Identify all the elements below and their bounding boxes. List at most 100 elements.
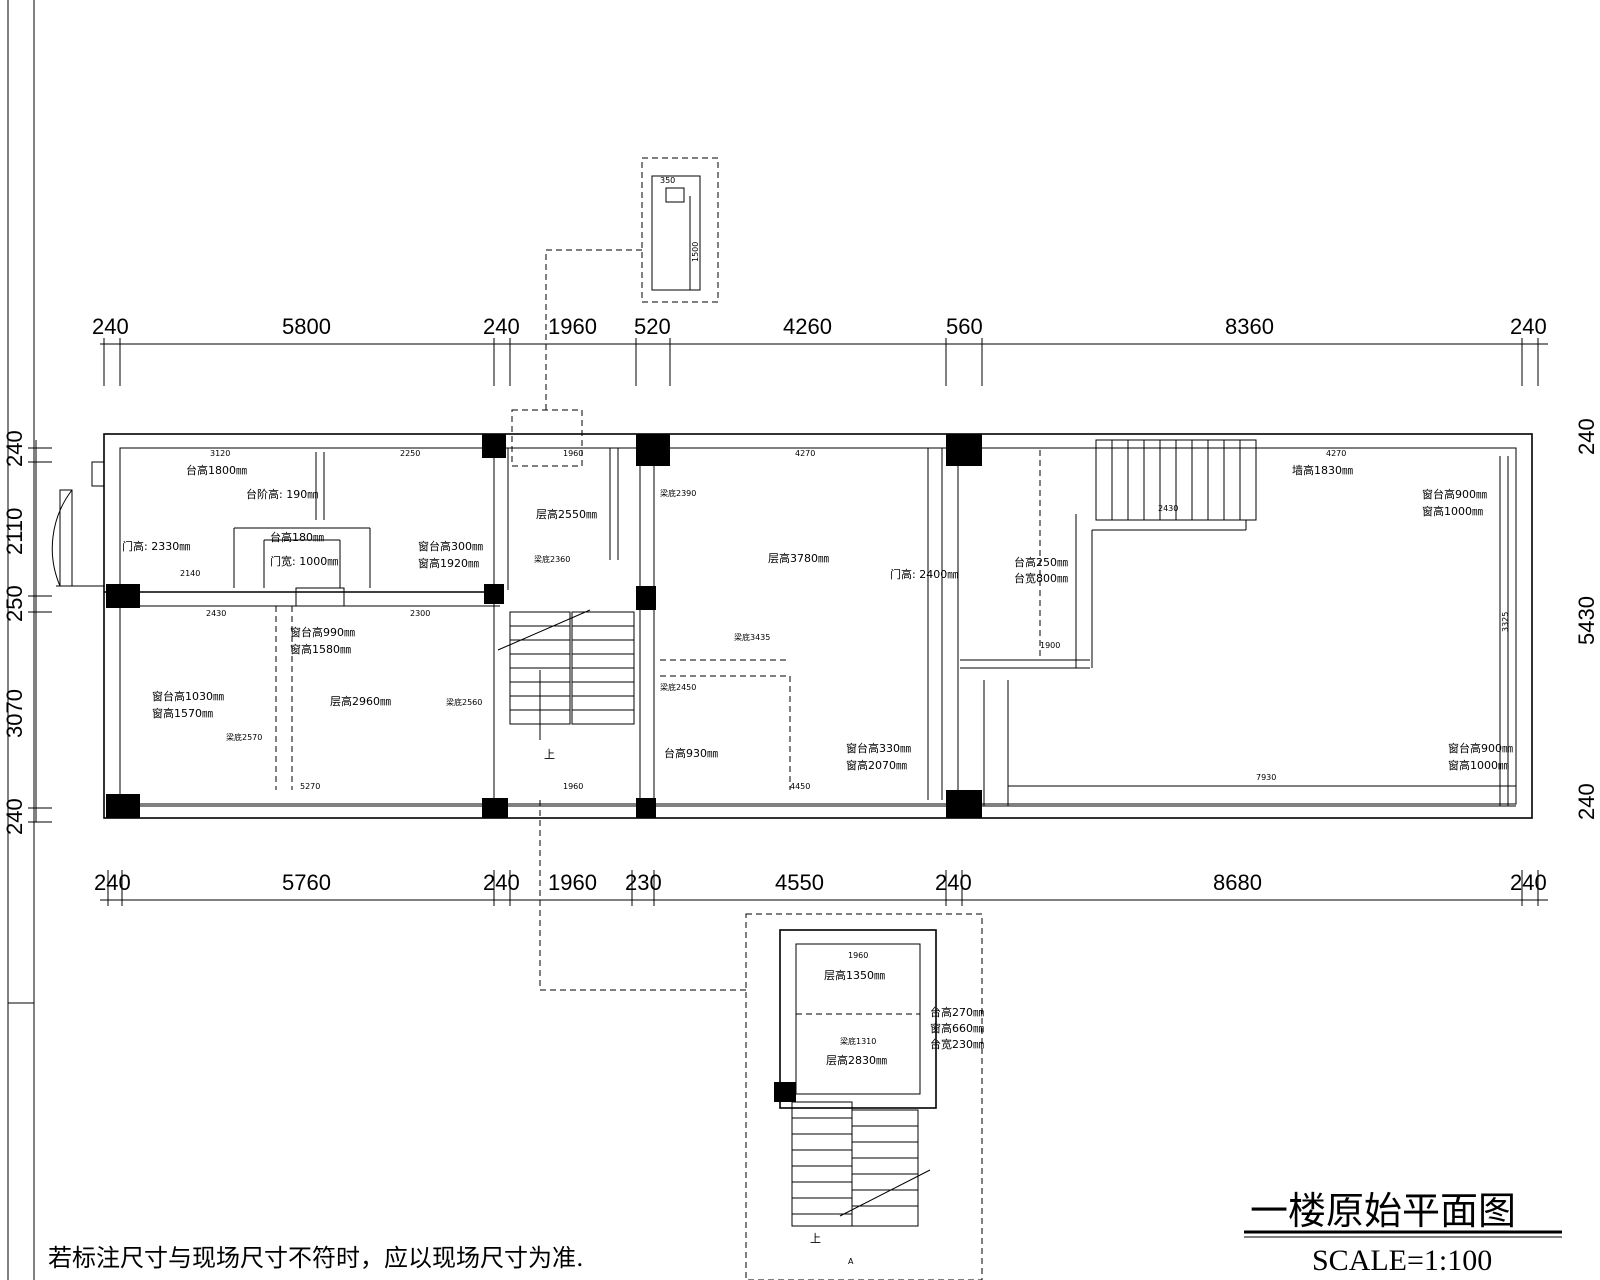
- outer-walls: [103, 433, 1533, 819]
- label-mid-f: 窗台高330㎜: [846, 741, 911, 755]
- label-right-f: 窗台高900㎜: [1448, 741, 1513, 755]
- small-dim-k: 7930: [1256, 773, 1276, 782]
- bottom-detail: 上 A 层高1350㎜ 台高270㎜ 窗高660㎜ 台宽230㎜ 梁底1310 …: [774, 929, 984, 1266]
- dim-top-5: 4260: [783, 314, 832, 339]
- columns: [106, 434, 982, 818]
- small-dim-c: 1960: [563, 449, 583, 458]
- label-mid-g: 窗高2070㎜: [846, 758, 907, 772]
- detail-dim-r: 1500: [691, 242, 700, 262]
- small-dim-g: 2300: [410, 609, 430, 618]
- column: [946, 434, 982, 466]
- label-r2-b: 窗高1580㎜: [290, 642, 351, 656]
- right-dimension-chain: 240 5430 240: [1574, 418, 1599, 820]
- label-r1-e: 门高: 2330㎜: [122, 539, 190, 553]
- inset-label-c: 窗高660㎜: [930, 1021, 984, 1035]
- inset-label-a: 层高1350㎜: [824, 968, 885, 982]
- dim-right-0: 240: [1574, 418, 1599, 455]
- dim-top-6: 560: [946, 314, 983, 339]
- entrance-door: [51, 461, 105, 587]
- column: [636, 434, 670, 466]
- dim-top-0: 240: [92, 314, 129, 339]
- dim-right-2: 240: [1574, 783, 1599, 820]
- label-right-b: 窗台高900㎜: [1422, 487, 1487, 501]
- drawing-note: 若标注尺寸与现场尺寸不符时，应以现场尺寸为准.: [48, 1244, 584, 1272]
- label-stair-a: 层高2550㎜: [536, 507, 597, 521]
- dim-top-4: 520: [634, 314, 671, 339]
- label-mid-h: 门高: 2400㎜: [890, 567, 958, 581]
- dim-left-1: 2110: [2, 508, 27, 555]
- drawing-title: 一楼原始平面图: [1250, 1189, 1516, 1233]
- label-right-d: 台高250㎜: [1014, 555, 1068, 569]
- small-dim-o: 2140: [180, 569, 200, 578]
- small-dim-n: 2430: [1158, 504, 1178, 513]
- dim-bottom-6: 240: [935, 870, 972, 895]
- inset-letter: A: [848, 1257, 854, 1266]
- label-mid-e: 台高930㎜: [664, 746, 718, 760]
- label-right-c: 窗高1000㎜: [1422, 504, 1483, 518]
- dim-left-3: 3070: [2, 689, 27, 738]
- label-r2-f: 梁底2570: [226, 732, 262, 742]
- inset-label-d: 台宽230㎜: [930, 1037, 984, 1051]
- room-dimensions: 3120 2250 1960 4270 4270 2430 2300 5270 …: [180, 449, 1510, 791]
- dim-top-1: 5800: [282, 314, 331, 339]
- right-stair: [1075, 439, 1257, 668]
- small-dim-e: 4270: [1326, 449, 1346, 458]
- drawing-scale: SCALE=1:100: [1312, 1244, 1492, 1277]
- label-mid-d: 梁底2450: [660, 682, 696, 692]
- label-right-e: 台宽800㎜: [1014, 571, 1068, 585]
- title-block: 一楼原始平面图 SCALE=1:100 若标注尺寸与现场尺寸不符时，应以现场尺寸…: [48, 1189, 1562, 1277]
- inset-up-label: 上: [810, 1232, 821, 1245]
- dim-top-8: 240: [1510, 314, 1547, 339]
- column: [106, 794, 140, 818]
- column: [636, 586, 656, 610]
- inset-dim-p: 1960: [848, 951, 868, 960]
- dim-bottom-1: 5760: [282, 870, 331, 895]
- small-dim-a: 3120: [210, 449, 230, 458]
- label-right-g: 窗高1000㎜: [1448, 758, 1509, 772]
- label-r1-a: 台高1800㎜: [186, 463, 247, 477]
- column: [482, 798, 508, 818]
- top-dimension-chain: 240 5800 240 1960 520 4260 560 8360 240: [92, 314, 1548, 386]
- label-r2-c: 层高2960㎜: [330, 694, 391, 708]
- label-r1-c: 台高180㎜: [270, 530, 324, 544]
- main-stair: 上: [497, 609, 635, 761]
- label-stair-b: 梁底2360: [534, 554, 570, 564]
- label-right-a: 墙高1830㎜: [1292, 463, 1353, 477]
- inset-label-b: 台高270㎜: [930, 1005, 984, 1019]
- detail-dim-q: 350: [660, 176, 675, 185]
- label-r2-d: 窗台高1030㎜: [152, 689, 224, 703]
- dim-bottom-0: 240: [94, 870, 131, 895]
- dim-bottom-7: 8680: [1213, 870, 1262, 895]
- column: [106, 584, 140, 608]
- column: [636, 798, 656, 818]
- dim-bottom-4: 230: [625, 870, 662, 895]
- label-r1-d: 门宽: 1000㎜: [270, 554, 338, 568]
- label-r2-e: 窗高1570㎜: [152, 706, 213, 720]
- detail-box-bottom: [745, 913, 983, 1280]
- column: [946, 790, 982, 818]
- top-detail: 350 1500: [651, 175, 701, 291]
- label-r1-f: 窗台高300㎜: [418, 539, 483, 553]
- dim-top-2: 240: [483, 314, 520, 339]
- small-dim-m: 1900: [1040, 641, 1060, 650]
- small-dim-b: 2250: [400, 449, 420, 458]
- inset-label-f: 层高2830㎜: [826, 1053, 887, 1067]
- room-labels: 台高1800㎜ 台阶高: 190㎜ 台高180㎜ 门宽: 1000㎜ 门高: 2…: [122, 463, 1513, 772]
- label-mid-a: 梁底2390: [660, 488, 696, 498]
- dashed-lines: [275, 157, 1041, 1280]
- small-dim-f: 2430: [206, 609, 226, 618]
- label-r2-a: 窗台高990㎜: [290, 625, 355, 639]
- label-r1-b: 台阶高: 190㎜: [246, 487, 318, 501]
- small-dim-d: 4270: [795, 449, 815, 458]
- left-dimension-chain: 240 2110 250 3070 240: [2, 430, 52, 835]
- label-r2-g: 梁底2560: [446, 697, 482, 707]
- dim-bottom-2: 240: [483, 870, 520, 895]
- dim-bottom-3: 1960: [548, 870, 597, 895]
- label-r1-g: 窗高1920㎜: [418, 556, 479, 570]
- dim-left-2: 250: [2, 585, 27, 622]
- detail-box-top: [641, 157, 719, 303]
- dim-top-7: 8360: [1225, 314, 1274, 339]
- label-mid-c: 梁底3435: [734, 632, 770, 642]
- dim-right-1: 5430: [1574, 596, 1599, 645]
